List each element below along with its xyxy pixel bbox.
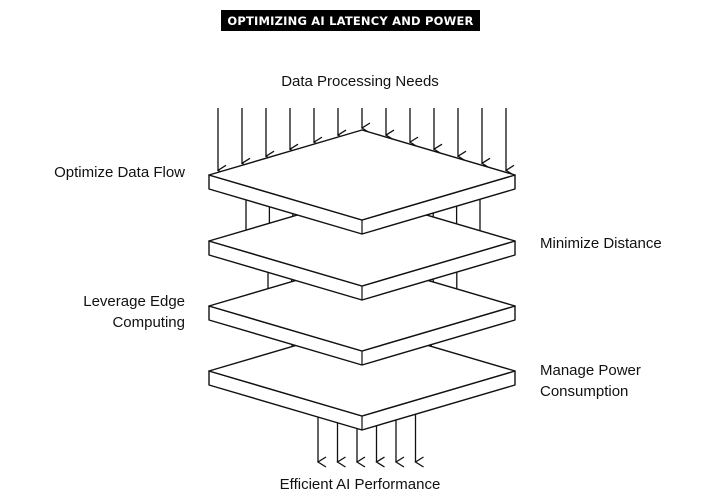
layer-top: [208, 129, 516, 221]
layer-plate-icon: [208, 325, 516, 431]
layer-label-manage-power-consumption: Manage Power Consumption: [540, 362, 641, 400]
title-container: OPTIMIZING AI LATENCY AND POWER: [0, 10, 701, 31]
output-label: Efficient AI Performance: [279, 476, 441, 493]
plates-group: [208, 129, 516, 431]
layer-label-optimize-data-flow: Optimize Data Flow: [54, 164, 185, 181]
layer-plate-icon: [208, 129, 516, 235]
layer-plate-icon: [208, 260, 516, 366]
layer-label-leverage-edge-computing: Leverage Edge Computing: [83, 293, 185, 331]
input-label: Data Processing Needs: [281, 73, 439, 90]
layer-plate-icon: [208, 195, 516, 301]
diagram-title: OPTIMIZING AI LATENCY AND POWER: [221, 10, 480, 31]
layer-label-minimize-distance: Minimize Distance: [540, 235, 662, 252]
